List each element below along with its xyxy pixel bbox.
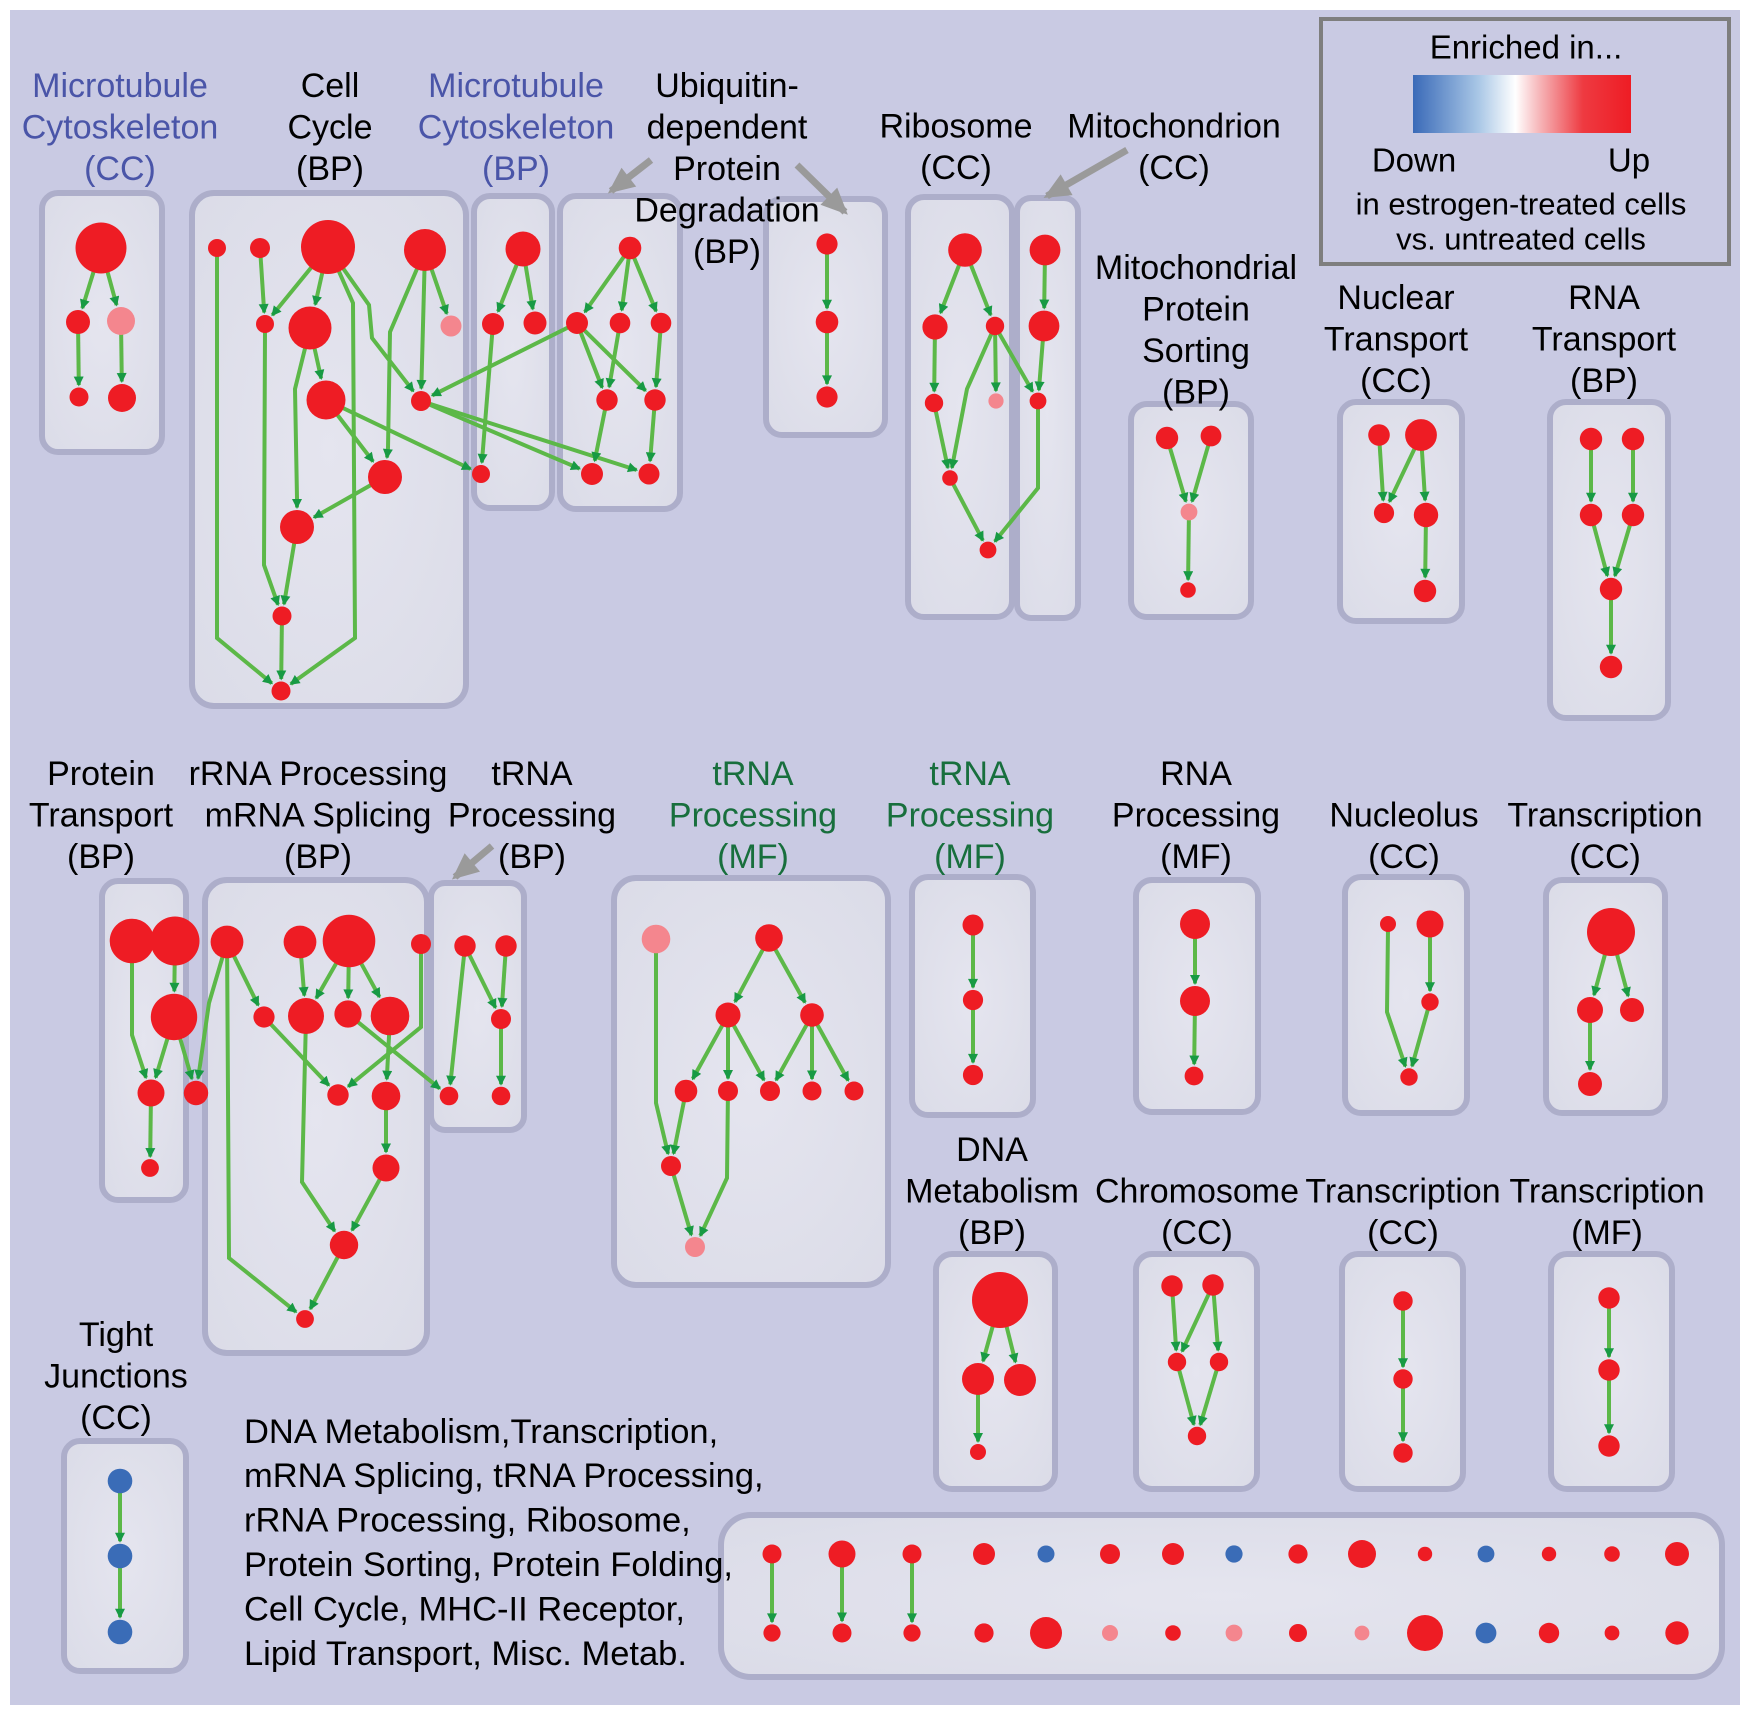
svg-text:(CC): (CC) [1367, 1214, 1439, 1252]
svg-text:Ubiquitin-: Ubiquitin- [655, 67, 799, 105]
svg-text:Cell: Cell [301, 67, 360, 105]
svg-text:Mitochondrial: Mitochondrial [1095, 249, 1297, 287]
svg-text:Cytoskeleton: Cytoskeleton [22, 109, 219, 147]
svg-text:mRNA Splicing: mRNA Splicing [205, 797, 432, 835]
svg-text:(BP): (BP) [958, 1214, 1026, 1252]
svg-text:RNA: RNA [1160, 755, 1232, 793]
svg-text:Chromosome: Chromosome [1095, 1173, 1299, 1211]
svg-text:Processing: Processing [669, 797, 837, 835]
svg-text:rRNA Processing: rRNA Processing [189, 755, 448, 793]
svg-text:Ribosome: Ribosome [879, 108, 1032, 146]
svg-text:(MF): (MF) [1160, 838, 1232, 876]
svg-text:DNA Metabolism,Transcription,: DNA Metabolism,Transcription, [244, 1413, 718, 1451]
svg-text:(CC): (CC) [1569, 838, 1641, 876]
svg-text:Mitochondrion: Mitochondrion [1067, 108, 1281, 146]
svg-text:vs. untreated cells: vs. untreated cells [1396, 222, 1646, 257]
svg-text:Transport: Transport [1532, 321, 1677, 359]
svg-text:(MF): (MF) [717, 838, 789, 876]
svg-text:(CC): (CC) [920, 149, 992, 187]
svg-text:Microtubule: Microtubule [428, 67, 604, 105]
svg-text:(CC): (CC) [84, 150, 156, 188]
svg-text:Cycle: Cycle [287, 109, 372, 147]
svg-text:tRNA: tRNA [712, 755, 794, 793]
svg-text:Up: Up [1608, 142, 1650, 179]
svg-text:RNA: RNA [1568, 279, 1640, 317]
svg-text:(CC): (CC) [1138, 149, 1210, 187]
svg-text:Lipid Transport, Misc. Metab.: Lipid Transport, Misc. Metab. [244, 1635, 687, 1673]
svg-text:Microtubule: Microtubule [32, 67, 208, 105]
svg-text:mRNA Splicing, tRNA Processing: mRNA Splicing, tRNA Processing, [244, 1457, 764, 1495]
svg-text:(BP): (BP) [296, 150, 364, 188]
svg-text:Transport: Transport [29, 797, 174, 835]
svg-text:Protein: Protein [673, 150, 781, 188]
svg-text:tRNA: tRNA [491, 755, 573, 793]
svg-text:Processing: Processing [886, 797, 1054, 835]
svg-text:rRNA Processing, Ribosome,: rRNA Processing, Ribosome, [244, 1502, 691, 1540]
svg-text:Protein: Protein [47, 755, 155, 793]
svg-text:Transcription: Transcription [1509, 1173, 1704, 1211]
svg-text:Degradation: Degradation [634, 192, 819, 230]
svg-text:Transcription: Transcription [1507, 797, 1702, 835]
svg-text:Junctions: Junctions [44, 1358, 188, 1396]
svg-text:Transport: Transport [1324, 321, 1469, 359]
svg-text:(BP): (BP) [498, 838, 566, 876]
svg-text:Nuclear: Nuclear [1337, 279, 1454, 317]
svg-text:Protein: Protein [1142, 291, 1250, 329]
svg-text:(CC): (CC) [1161, 1214, 1233, 1252]
svg-text:DNA: DNA [956, 1131, 1028, 1169]
svg-text:(MF): (MF) [934, 838, 1006, 876]
svg-text:(BP): (BP) [482, 150, 550, 188]
svg-text:(BP): (BP) [693, 233, 761, 271]
svg-text:Cytoskeleton: Cytoskeleton [418, 109, 615, 147]
svg-text:in estrogen-treated cells: in estrogen-treated cells [1356, 187, 1687, 222]
svg-text:Nucleolus: Nucleolus [1329, 797, 1478, 835]
svg-text:dependent: dependent [647, 109, 808, 147]
svg-text:Protein Sorting, Protein Foldi: Protein Sorting, Protein Folding, [244, 1546, 733, 1584]
svg-text:(CC): (CC) [1360, 362, 1432, 400]
svg-text:Processing: Processing [448, 797, 616, 835]
svg-text:(BP): (BP) [67, 838, 135, 876]
svg-text:(CC): (CC) [1368, 838, 1440, 876]
svg-text:Tight: Tight [79, 1316, 154, 1354]
svg-text:tRNA: tRNA [929, 755, 1011, 793]
svg-text:(BP): (BP) [1570, 362, 1638, 400]
svg-text:(BP): (BP) [1162, 374, 1230, 412]
svg-text:Transcription: Transcription [1305, 1173, 1500, 1211]
svg-text:(MF): (MF) [1571, 1214, 1643, 1252]
svg-text:Metabolism: Metabolism [905, 1173, 1079, 1211]
svg-text:Down: Down [1372, 142, 1456, 179]
svg-text:Processing: Processing [1112, 797, 1280, 835]
svg-text:Cell Cycle, MHC-II Receptor,: Cell Cycle, MHC-II Receptor, [244, 1590, 685, 1628]
svg-text:(BP): (BP) [284, 838, 352, 876]
svg-text:Enriched in...: Enriched in... [1430, 29, 1623, 66]
svg-text:Sorting: Sorting [1142, 332, 1250, 370]
svg-text:(CC): (CC) [80, 1399, 152, 1437]
